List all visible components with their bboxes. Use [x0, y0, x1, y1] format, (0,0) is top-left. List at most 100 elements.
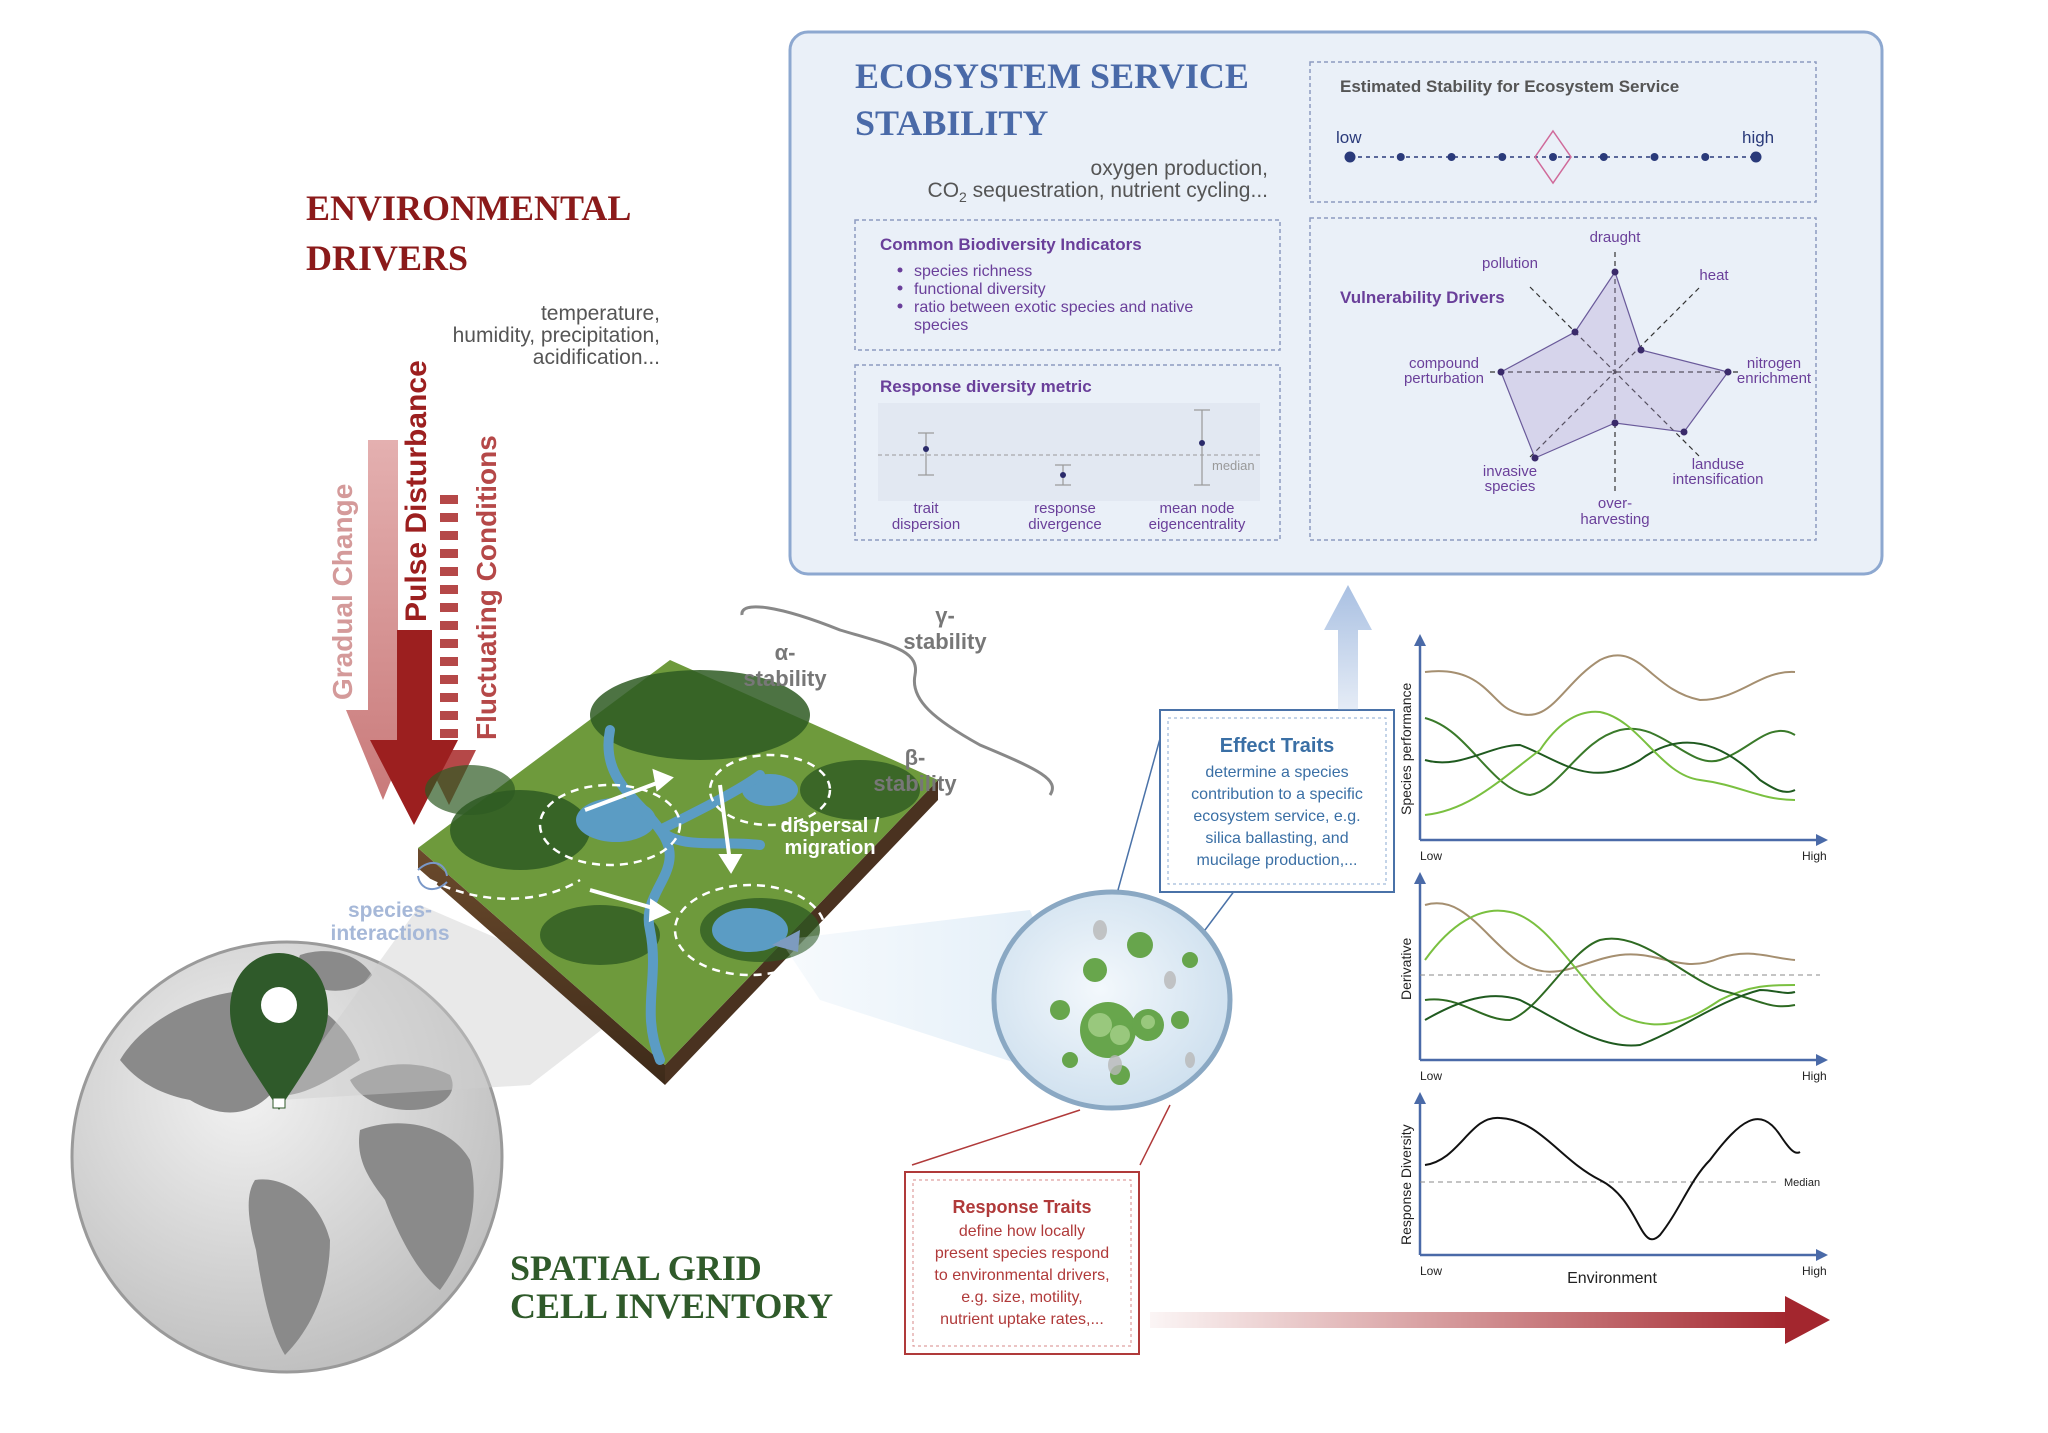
- stability-step: [1701, 153, 1710, 161]
- plot1-ylabel: Species performance: [1398, 682, 1414, 815]
- ess-examples-line1: oxygen production,: [1091, 157, 1268, 180]
- fluctuating-conditions-label: Fluctuating Conditions: [471, 435, 502, 740]
- plot3-median: Median: [1784, 1177, 1820, 1189]
- patch-outlines: [429, 753, 832, 977]
- pulse-disturbance-label: Pulse Disturbance: [400, 360, 433, 622]
- gamma-line2: stability: [903, 629, 987, 654]
- radar-landuse-1: landuse: [1692, 456, 1745, 473]
- response-traits-line-2: present species respond: [935, 1245, 1109, 1262]
- radar-draught: draught: [1590, 229, 1642, 246]
- stability-dots: [1344, 151, 1762, 163]
- radar-landuse-2: intensification: [1673, 471, 1764, 488]
- stability-bracket: [740, 605, 1054, 796]
- ess-title-line1: ECOSYSTEM SERVICE: [855, 56, 1249, 96]
- stability-step: [1396, 153, 1405, 161]
- indicator-2: functional diversity: [914, 281, 1046, 298]
- interactions-line2: interactions: [330, 922, 449, 945]
- indicator-1: species richness: [914, 263, 1032, 280]
- continent-south-america: [248, 1179, 330, 1355]
- stability-title: Estimated Stability for Ecosystem Servic…: [1340, 77, 1679, 96]
- env-examples-line2: humidity, precipitation,: [453, 324, 660, 347]
- stability-step: [1447, 153, 1456, 161]
- species-performance-plot: Species performance Low High: [1398, 634, 1828, 863]
- effect-line-4: silica ballasting, and: [1205, 830, 1348, 847]
- vulnerability-box: Vulnerability Drivers draught heat nitro…: [1309, 217, 1817, 541]
- stability-step: [1599, 153, 1608, 161]
- plot2-high: High: [1802, 1069, 1827, 1083]
- landscape-block: dispersal / migration species- interacti…: [330, 603, 1054, 1085]
- spatial-grid-title: SPATIAL GRID CELL INVENTORY: [510, 1248, 833, 1326]
- location-pin-icon: [230, 953, 328, 1110]
- effect-line-5: mucilage production,...: [1197, 852, 1358, 869]
- plot3-ylabel: Response Diversity: [1398, 1124, 1414, 1245]
- stability-step: [1344, 151, 1356, 163]
- dispersal-line2: migration: [784, 837, 875, 859]
- stability-marker: [1534, 129, 1572, 185]
- beta-line1: β-: [905, 745, 926, 770]
- ess-examples-rest: sequestration, nutrient cycling...: [973, 179, 1268, 202]
- response-traits-title: Response Traits: [952, 1197, 1091, 1217]
- metric-2-line1: response: [1034, 500, 1096, 517]
- response-traits-box: Response Traits define how locally prese…: [904, 1171, 1140, 1355]
- derivative-plot: Derivative Low High: [1398, 872, 1828, 1083]
- indicators-title: Common Biodiversity Indicators: [880, 235, 1142, 254]
- co2-subscript: 2: [959, 189, 967, 205]
- radar-pollution: pollution: [1482, 255, 1538, 272]
- plot1-high: High: [1802, 849, 1827, 863]
- continent-europe: [350, 1064, 453, 1110]
- lake-2: [712, 908, 788, 952]
- metric-1-line2: dispersion: [892, 516, 960, 533]
- spatial-title-line1: SPATIAL GRID: [510, 1248, 762, 1288]
- connector-response-2: [1139, 1104, 1171, 1166]
- radar-nitrogen-1: nitrogen: [1747, 355, 1801, 372]
- spatial-title-line2: CELL INVENTORY: [510, 1286, 833, 1326]
- effect-line-3: ecosystem service, e.g.: [1193, 808, 1360, 825]
- plot1-low: Low: [1420, 849, 1442, 863]
- response-traits-line-4: e.g. size, motility,: [961, 1289, 1083, 1306]
- stability-marker-dot: [1549, 153, 1557, 161]
- radar-heat: heat: [1699, 267, 1729, 284]
- radar-compound-2: perturbation: [1404, 370, 1484, 387]
- response-diversity-plot: Median Response Diversity Low High Envir…: [1398, 1092, 1828, 1287]
- env-title-line2: DRIVERS: [306, 238, 468, 278]
- radar-invasive-1: invasive: [1483, 463, 1537, 480]
- indicator-3b: species: [914, 317, 968, 334]
- indicator-3: ratio between exotic species and native: [914, 299, 1193, 316]
- metric-3-line2: eigencentrality: [1149, 516, 1246, 533]
- connector-response-1: [911, 1109, 1081, 1166]
- response-metric-title: Response diversity metric: [880, 377, 1092, 396]
- interactions-line1: species-: [348, 899, 432, 922]
- stability-step: [1650, 153, 1659, 161]
- connector-effect-1: [1117, 716, 1167, 891]
- metric-2-line2: divergence: [1028, 516, 1101, 533]
- stability-step: [1750, 151, 1762, 163]
- response-traits-line-3: to environmental drivers,: [934, 1267, 1109, 1284]
- indicators-box: Common Biodiversity Indicators species r…: [854, 219, 1281, 351]
- species-interactions-icon: [417, 861, 448, 891]
- env-examples-line1: temperature,: [541, 302, 660, 325]
- plot3-xlabel: Environment: [1567, 1270, 1657, 1287]
- zoom-pointer-icon: [772, 930, 800, 952]
- beta-line2: stability: [873, 771, 957, 796]
- alpha-line1: α-: [775, 640, 796, 665]
- ess-panel: ECOSYSTEM SERVICE STABILITY oxygen produ…: [788, 30, 1884, 576]
- effect-title: Effect Traits: [1220, 735, 1334, 757]
- dispersal-line1: dispersal /: [781, 815, 880, 837]
- vuln-title: Vulnerability Drivers: [1340, 288, 1505, 307]
- phytoplankton-cell: [991, 889, 1233, 1111]
- response-traits-line-1: define how locally: [959, 1223, 1085, 1240]
- median-label: median: [1212, 458, 1255, 473]
- stability-high: high: [1742, 128, 1774, 147]
- connector-effect-2: [1204, 889, 1236, 931]
- effect-line-2: contribution to a specific: [1191, 786, 1363, 803]
- gradual-change-label: Gradual Change: [327, 484, 358, 700]
- metric-3-line1: mean node: [1159, 500, 1234, 517]
- radar-over-2: harvesting: [1580, 511, 1649, 528]
- gamma-line1: γ-: [935, 603, 955, 628]
- stability-scale-box: Estimated Stability for Ecosystem Servic…: [1309, 61, 1817, 203]
- ess-examples-line2: CO2 sequestration, nutrient cycling...: [928, 179, 1268, 205]
- dispersal-arrows: [584, 768, 743, 923]
- co2-label: CO: [928, 179, 960, 202]
- river: [603, 725, 765, 1065]
